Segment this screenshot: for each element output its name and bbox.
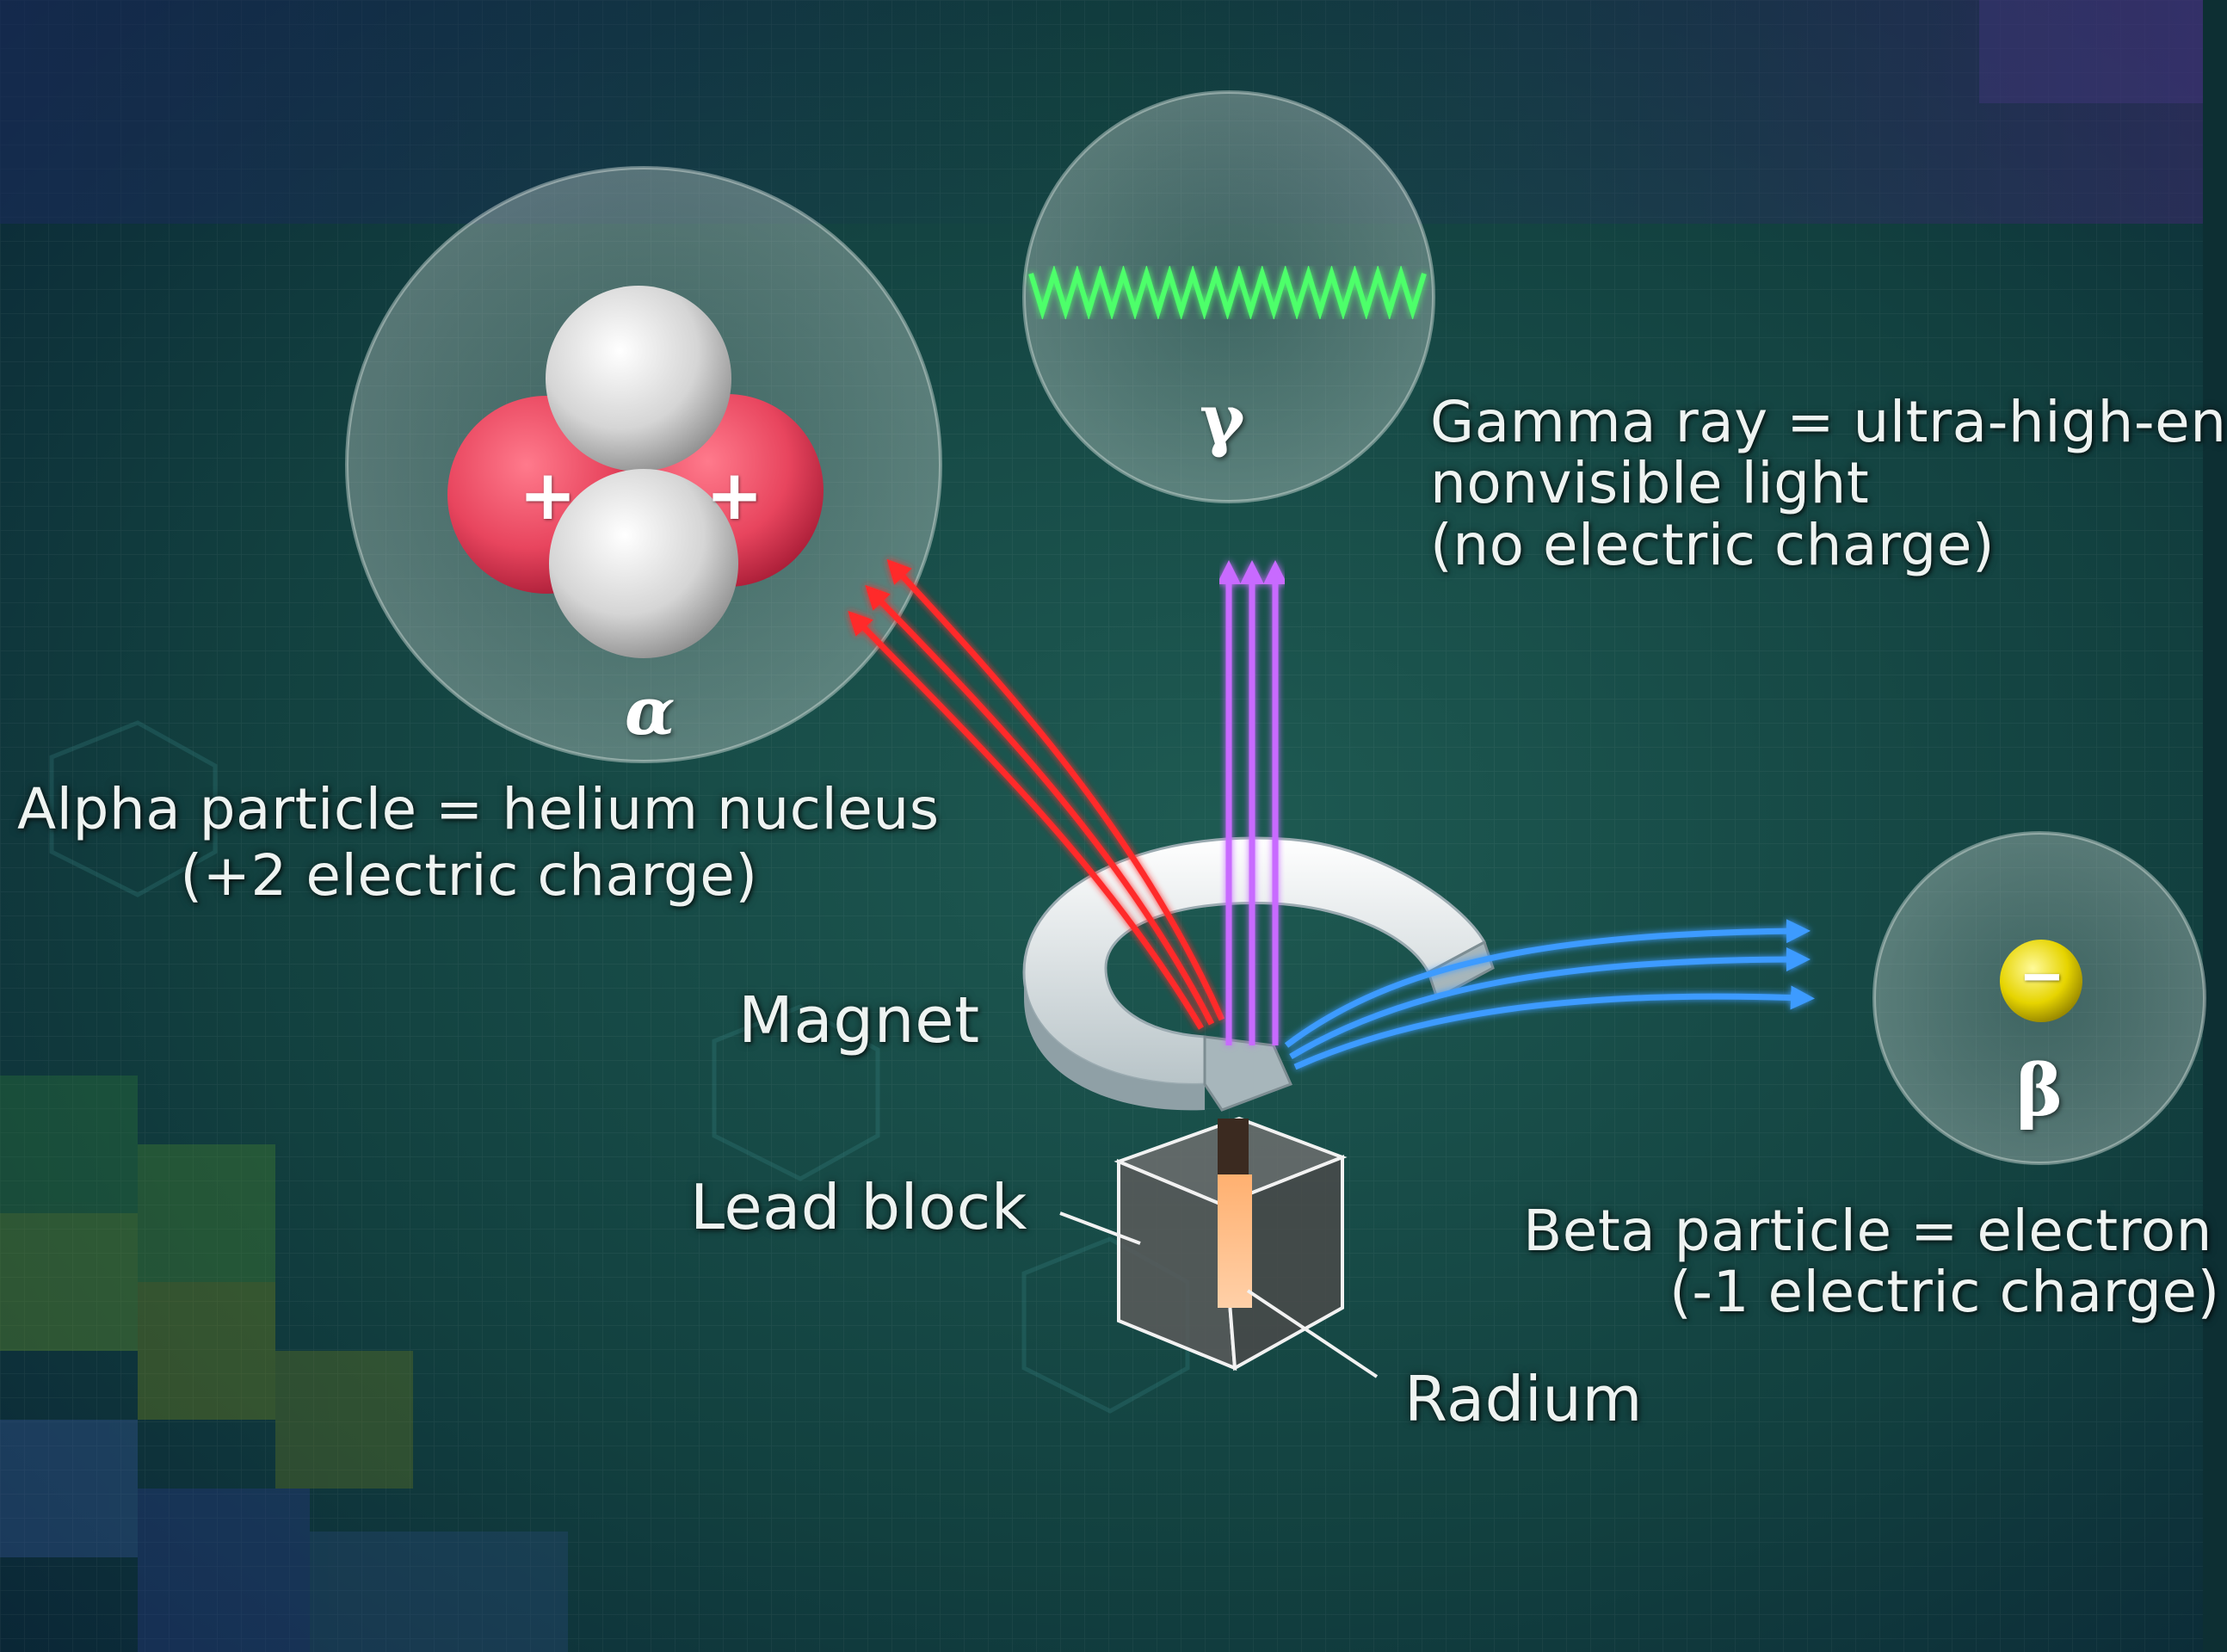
- neutron-top: [546, 286, 731, 472]
- radium-sample: [1218, 1174, 1252, 1308]
- beta-ray-1: [1284, 919, 1811, 1048]
- gamma-rays: [1217, 560, 1287, 1045]
- magnet-label: Magnet: [738, 983, 980, 1057]
- alpha-line-2: (+2 electric charge): [180, 842, 758, 909]
- alpha-ray-1: [886, 558, 1225, 1021]
- radium-leader: [1246, 1289, 1379, 1378]
- radium-label: Radium: [1404, 1363, 1644, 1435]
- electron: [2000, 940, 2082, 1022]
- gamma-line-3: (no electric charge): [1430, 511, 1996, 578]
- alpha-line-1: Alpha particle = helium nucleus: [17, 776, 940, 842]
- gamma-wave: [1028, 264, 1427, 321]
- gamma-line-1: Gamma ray = ultra-high-en: [1430, 389, 2227, 455]
- lead-block-label: Lead block: [690, 1171, 1027, 1243]
- alpha-circle: [345, 166, 942, 763]
- alpha-rays: [848, 558, 1225, 1030]
- alpha-ray-2: [865, 584, 1215, 1026]
- neutron-bottom: [549, 469, 738, 658]
- alpha-description: Alpha particle = helium nucleus (+2 elec…: [17, 776, 940, 909]
- beta-description: Beta particle = electron (-1 electric ch…: [1523, 1200, 2220, 1323]
- proton-right-plus: +: [706, 455, 764, 535]
- beta-line-2: (-1 electric charge): [1669, 1259, 2220, 1326]
- alpha-symbol: α: [625, 673, 676, 749]
- gamma-circle: [1022, 90, 1435, 503]
- gamma-description: Gamma ray = ultra-high-en nonvisible lig…: [1430, 391, 2227, 576]
- electron-minus: −: [2019, 945, 2065, 1008]
- beta-ray-3: [1293, 985, 1815, 1070]
- lead-block-leader: [1059, 1211, 1141, 1245]
- background-hexagons: [49, 720, 1190, 1414]
- beta-line-1: Beta particle = electron: [1523, 1198, 2212, 1264]
- gamma-line-2: nonvisible light: [1430, 450, 1870, 517]
- gamma-symbol: γ: [1200, 379, 1245, 459]
- proton-left-plus: +: [519, 455, 577, 535]
- beta-symbol: β: [2016, 1050, 2064, 1132]
- beta-circle: [1872, 831, 2206, 1165]
- beta-ray-2: [1289, 947, 1811, 1060]
- alpha-ray-3: [848, 610, 1205, 1030]
- beta-rays: [1284, 919, 1815, 1070]
